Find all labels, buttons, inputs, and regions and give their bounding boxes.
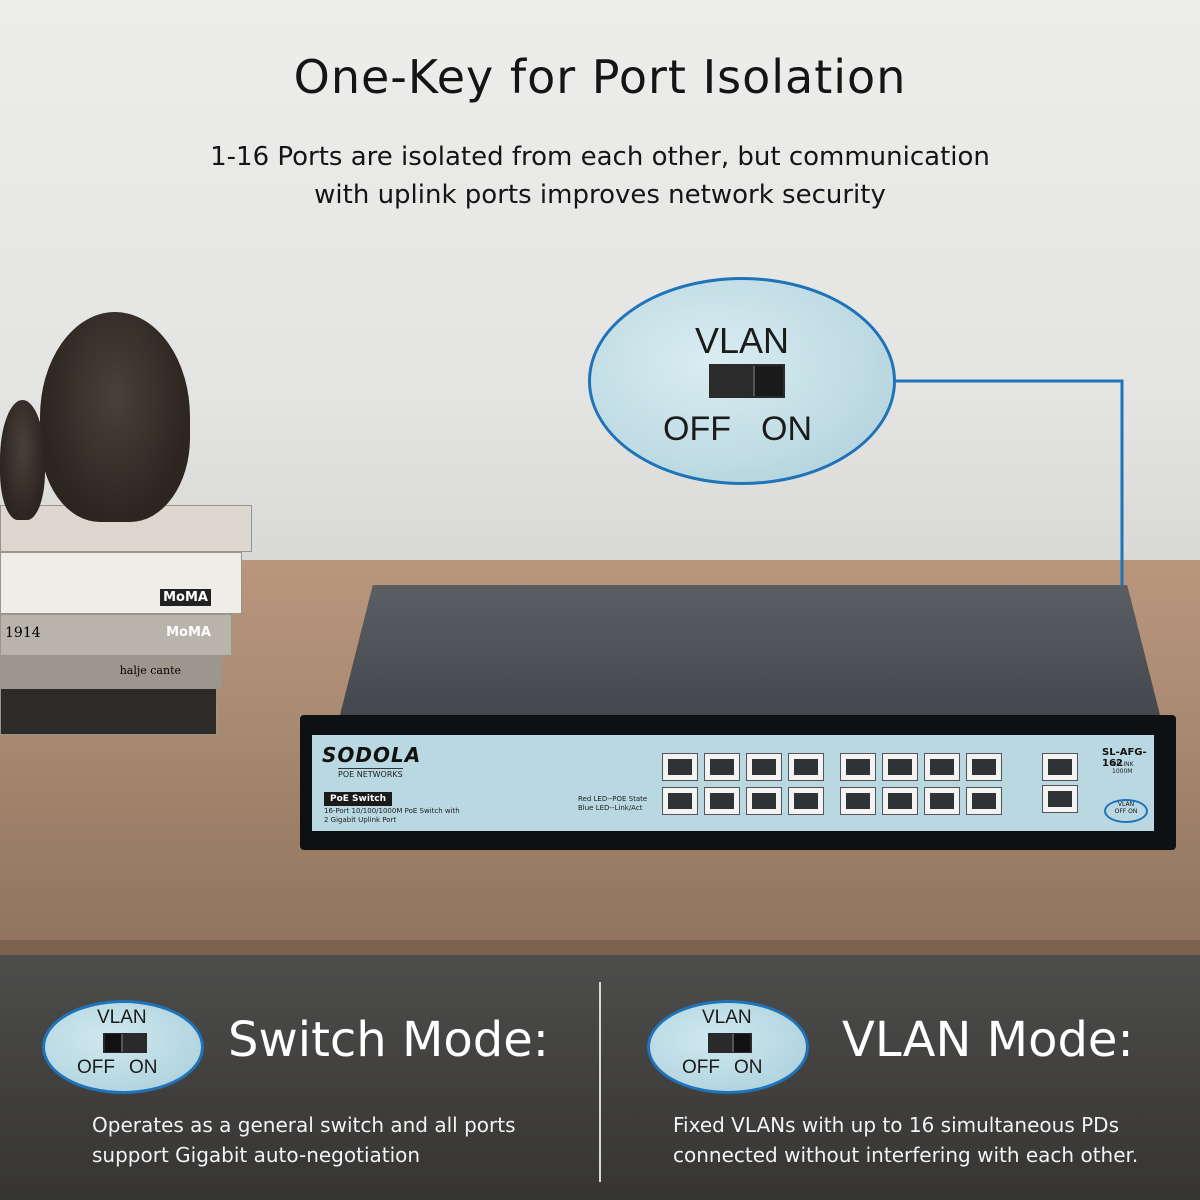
- rj45-port: [882, 787, 918, 815]
- toggle-off-icon: [103, 1033, 147, 1053]
- rj45-port: [924, 787, 960, 815]
- brand-subtitle: POE NETWORKS: [338, 768, 403, 779]
- subtitle-line-2: with uplink ports improves network secur…: [314, 180, 886, 210]
- pinecone-image: [0, 400, 45, 520]
- switch-top-cover: [340, 585, 1160, 715]
- vlan-badge-off-label: OFF: [682, 1057, 720, 1078]
- page-subtitle: 1-16 Ports are isolated from each other,…: [0, 138, 1200, 214]
- rj45-port: [966, 787, 1002, 815]
- book-label: 1914: [5, 625, 41, 641]
- rj45-port: [840, 753, 876, 781]
- callout-vlan-label: VLAN: [695, 320, 790, 361]
- led-legend-line: Blue LED--Link/Act: [578, 804, 643, 812]
- switch-description-line: 2 Gigabit Uplink Port: [324, 816, 397, 824]
- rj45-port: [662, 787, 698, 815]
- vlan-mode-title: VLAN Mode:: [842, 1012, 1134, 1068]
- uplink-port: [1042, 785, 1078, 813]
- switch-front-face: SODOLA POE NETWORKS PoE Switch 16-Port 1…: [300, 715, 1176, 850]
- book-label: MoMA: [160, 589, 211, 606]
- led-legend: Red LED--POE State Blue LED--Link/Act: [578, 795, 647, 813]
- vlan-mode-description: Fixed VLANs with up to 16 simultaneous P…: [673, 1110, 1173, 1170]
- rj45-port: [788, 753, 824, 781]
- uplink-port-group: [1042, 753, 1086, 813]
- vlan-toggle-icon: [709, 364, 785, 398]
- vlan-switch-highlight: VLAN OFF ON: [1104, 799, 1148, 823]
- book-stack-image: MoMA 1914 MoMA halje cante: [0, 505, 280, 735]
- rj45-port: [924, 753, 960, 781]
- book: halje cante: [0, 656, 222, 688]
- switch-description: 16-Port 10/100/1000M PoE Switch with 2 G…: [324, 807, 474, 825]
- switch-mode-description-line: support Gigabit auto-negotiation: [92, 1143, 421, 1167]
- switch-badge-on-label: ON: [129, 1057, 158, 1078]
- vlan-switch-callout: VLAN OFF ON: [588, 277, 896, 485]
- mode-divider: [599, 982, 601, 1182]
- toggle-on-icon: [708, 1033, 752, 1053]
- page-title: One-Key for Port Isolation: [293, 50, 907, 104]
- poe-switch-badge: PoE Switch: [324, 792, 392, 806]
- model-subtitle: UPLINK 1000M: [1112, 761, 1134, 775]
- switch-mode-title: Switch Mode:: [228, 1012, 549, 1068]
- rj45-port: [746, 787, 782, 815]
- switch-mode-badge: VLAN OFF ON: [42, 1000, 204, 1094]
- vlan-mode-description-line: Fixed VLANs with up to 16 simultaneous P…: [673, 1113, 1119, 1137]
- callout-on-label: ON: [761, 410, 812, 448]
- uplink-port: [1042, 753, 1078, 781]
- switch-mode-description-line: Operates as a general switch and all por…: [92, 1113, 516, 1137]
- vlan-badge-vlan-label: VLAN: [702, 1007, 752, 1028]
- desk-edge: [0, 940, 1200, 955]
- book: MoMA: [0, 552, 242, 614]
- switch-mode-description: Operates as a general switch and all por…: [92, 1110, 552, 1170]
- rj45-port: [840, 787, 876, 815]
- pinecone-image: [40, 312, 190, 522]
- vlan-mode-description-line: connected without interfering with each …: [673, 1143, 1139, 1167]
- book-label: halje cante: [119, 664, 181, 677]
- subtitle-line-1: 1-16 Ports are isolated from each other,…: [210, 142, 990, 172]
- poe-switch-device: SODOLA POE NETWORKS PoE Switch 16-Port 1…: [300, 585, 1176, 855]
- book: [0, 688, 217, 735]
- book: 1914 MoMA: [0, 614, 232, 656]
- led-legend-line: Red LED--POE State: [578, 795, 648, 803]
- rj45-port: [788, 787, 824, 815]
- brand-logo: SODOLA: [322, 743, 422, 767]
- switch-badge-vlan-label: VLAN: [97, 1007, 147, 1028]
- rj45-port: [746, 753, 782, 781]
- vlan-badge-on-label: ON: [734, 1057, 763, 1078]
- rj45-port: [704, 787, 740, 815]
- switch-badge-off-label: OFF: [77, 1057, 115, 1078]
- rj45-port: [704, 753, 740, 781]
- vlan-mode-badge: VLAN OFF ON: [647, 1000, 809, 1094]
- rj45-port-grid: [662, 753, 1002, 825]
- mini-vlan-off-on: OFF ON: [1114, 808, 1138, 815]
- book-label: MoMA: [166, 625, 211, 640]
- rj45-port: [966, 753, 1002, 781]
- switch-description-line: 16-Port 10/100/1000M PoE Switch with: [324, 807, 460, 815]
- model-number: SL-AFG-162: [1102, 747, 1147, 769]
- callout-off-label: OFF: [663, 410, 731, 448]
- switch-front-panel: SODOLA POE NETWORKS PoE Switch 16-Port 1…: [312, 735, 1154, 831]
- rj45-port: [882, 753, 918, 781]
- mini-vlan-label: VLAN: [1117, 801, 1135, 808]
- rj45-port: [662, 753, 698, 781]
- book: [0, 505, 252, 552]
